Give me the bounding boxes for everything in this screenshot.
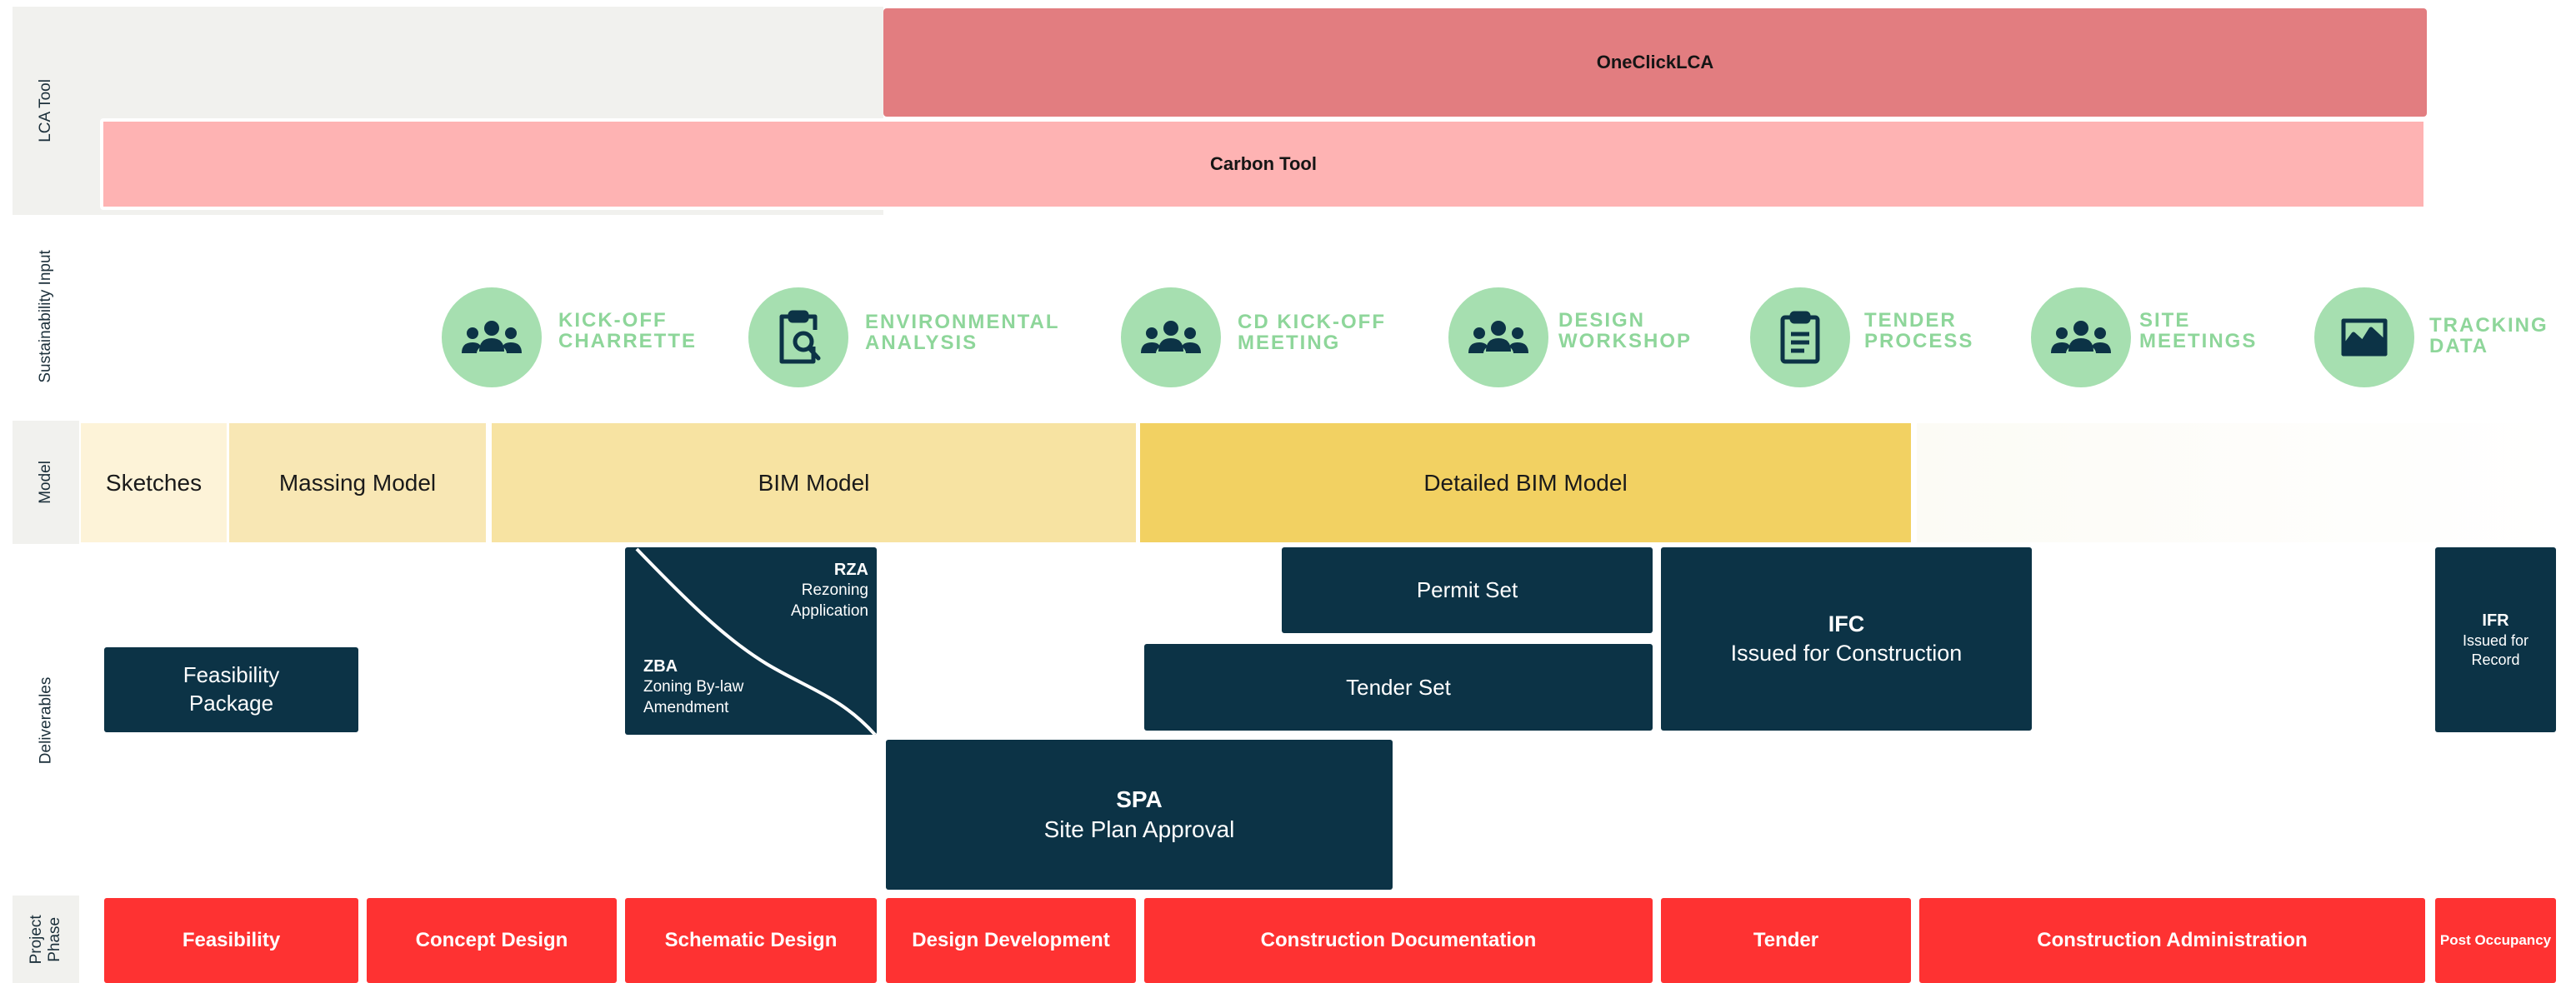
milestone-tender-process: TENDER PROCESS bbox=[1864, 309, 1974, 353]
phase-label-background bbox=[13, 896, 79, 983]
milestone-site-meetings: SITE MEETINGS bbox=[2139, 309, 2258, 353]
oneclicklca-bar: OneClickLCA bbox=[883, 8, 2427, 117]
deliverable-tender-set: Tender Set bbox=[1144, 644, 1653, 731]
model-massing: Massing Model bbox=[229, 423, 486, 542]
phase-concept-design: Concept Design bbox=[367, 898, 617, 983]
phase-post-occupancy: Post Occupancy bbox=[2435, 898, 2556, 983]
model-label-background bbox=[13, 421, 79, 544]
diagonal-divider bbox=[635, 547, 877, 735]
people-icon bbox=[2031, 287, 2131, 387]
zba-label: ZBA Zoning By-law Amendment bbox=[643, 657, 744, 716]
deliverable-rza-zba: RZA Rezoning Application ZBA Zoning By-l… bbox=[625, 547, 877, 735]
milestone-environmental-analysis: ENVIRONMENTAL ANALYSIS bbox=[865, 311, 1060, 355]
lca-label-background bbox=[13, 7, 79, 215]
row-label-model: Model bbox=[37, 461, 55, 504]
milestone-kick-off-charrette: KICK-OFF CHARRETTE bbox=[558, 309, 697, 353]
clipboard-list-icon bbox=[1750, 287, 1850, 387]
model-sketches: Sketches bbox=[81, 423, 227, 542]
people-icon bbox=[442, 287, 542, 387]
deliverable-ifr: IFR Issued for Record bbox=[2435, 547, 2556, 732]
mountain-chart-icon bbox=[2314, 287, 2414, 387]
phase-tender: Tender bbox=[1661, 898, 1911, 983]
phase-design-development: Design Development bbox=[886, 898, 1136, 983]
phase-construction-documentation: Construction Documentation bbox=[1144, 898, 1653, 983]
milestone-cd-kick-off-meeting: CD KICK-OFF MEETING bbox=[1238, 311, 1386, 355]
milestone-design-workshop: DESIGN WORKSHOP bbox=[1558, 309, 1692, 353]
deliverable-feasibility-package: Feasibility Package bbox=[104, 647, 358, 732]
model-detailed-bim: Detailed BIM Model bbox=[1140, 423, 1911, 542]
rza-label: RZA Rezoning Application bbox=[791, 561, 868, 620]
phase-schematic-design: Schematic Design bbox=[625, 898, 877, 983]
row-label-project-phase: Project Phase bbox=[28, 914, 63, 965]
model-bim: BIM Model bbox=[492, 423, 1136, 542]
deliverable-ifc: IFC Issued for Construction bbox=[1661, 547, 2032, 731]
deliverable-spa: SPA Site Plan Approval bbox=[886, 740, 1393, 890]
model-fade-area bbox=[1917, 423, 2563, 542]
row-label-deliverables: Deliverables bbox=[37, 676, 55, 765]
milestone-tracking-data: TRACKING DATA bbox=[2429, 314, 2548, 358]
carbon-tool-bar: Carbon Tool bbox=[100, 118, 2427, 210]
people-icon bbox=[1121, 287, 1221, 387]
deliverable-permit-set: Permit Set bbox=[1282, 547, 1653, 633]
phase-construction-administration: Construction Administration bbox=[1919, 898, 2425, 983]
row-label-lca-tool: LCA Tool bbox=[37, 79, 55, 142]
clipboard-search-icon bbox=[748, 287, 848, 387]
phase-feasibility: Feasibility bbox=[104, 898, 358, 983]
row-label-sustainability-input: Sustainability Input bbox=[37, 250, 55, 383]
people-icon bbox=[1448, 287, 1548, 387]
